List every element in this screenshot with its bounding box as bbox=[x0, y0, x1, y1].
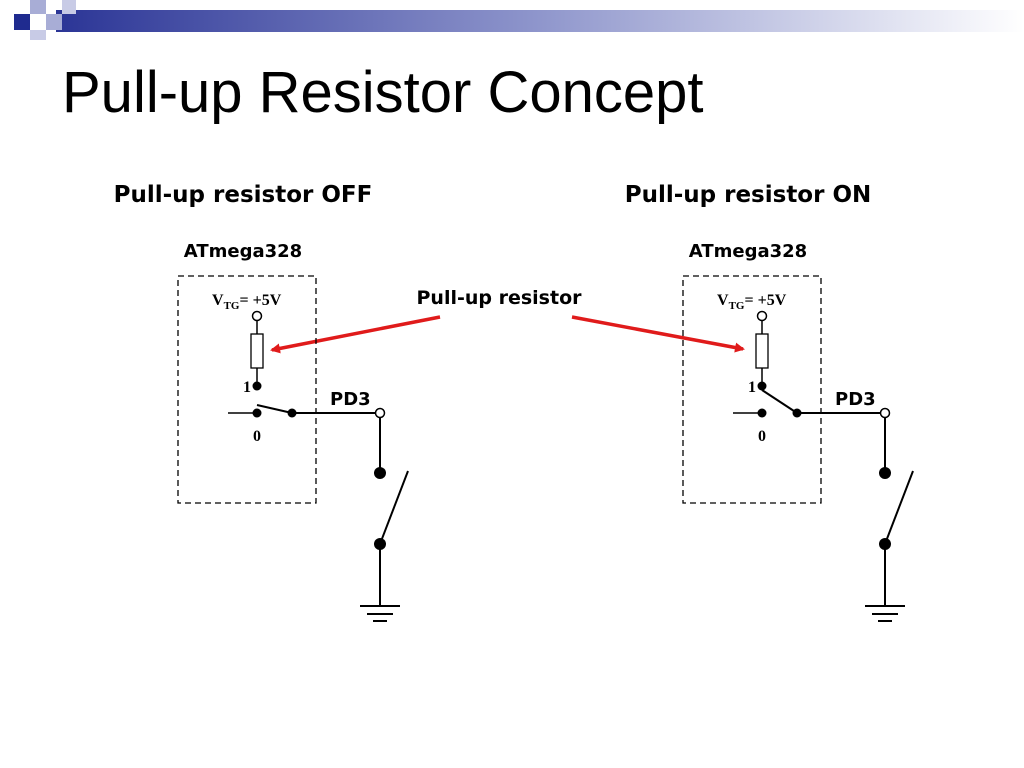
resistor-symbol bbox=[250, 333, 264, 369]
callout-arrow-left bbox=[270, 315, 441, 354]
external-switch-blade bbox=[884, 470, 914, 545]
title-bar-decoration bbox=[14, 0, 1024, 40]
contact-1 bbox=[757, 381, 767, 391]
external-switch-contact bbox=[374, 467, 386, 479]
panel-heading: Pull-up resistor ON bbox=[625, 182, 872, 208]
pin-terminal bbox=[879, 407, 891, 419]
position-0-label: 0 bbox=[253, 428, 261, 445]
deco-square bbox=[14, 14, 30, 30]
supply-terminal bbox=[251, 310, 263, 322]
pin-label: PD3 bbox=[835, 389, 876, 410]
deco-square bbox=[46, 14, 62, 30]
chip-boundary bbox=[682, 275, 822, 504]
supply-terminal bbox=[756, 310, 768, 322]
chip-label: ATmega328 bbox=[184, 241, 302, 262]
internal-switch-blade bbox=[761, 389, 798, 414]
resistor-symbol bbox=[755, 333, 769, 369]
callout-label: Pull-up resistor bbox=[417, 287, 583, 309]
contact-0 bbox=[757, 408, 767, 418]
deco-square bbox=[62, 0, 76, 14]
external-switch-contact bbox=[879, 467, 891, 479]
deco-square bbox=[30, 0, 46, 14]
callout-arrow-right bbox=[571, 315, 745, 353]
position-1-label: 1 bbox=[243, 379, 251, 396]
panel-heading: Pull-up resistor OFF bbox=[114, 182, 373, 208]
panel-pullup-on: Pull-up resistor ON ATmega328 VTG= +5V 1… bbox=[625, 182, 914, 622]
supply-voltage-label: VTG= +5V bbox=[717, 292, 787, 312]
contact-1 bbox=[252, 381, 262, 391]
internal-switch-blade bbox=[256, 404, 293, 414]
position-0-label: 0 bbox=[758, 428, 766, 445]
ground-symbol bbox=[865, 605, 905, 622]
page-title: Pull-up Resistor Concept bbox=[62, 60, 704, 125]
ground-symbol bbox=[360, 605, 400, 622]
position-1-label: 1 bbox=[748, 379, 756, 396]
supply-voltage-label: VTG= +5V bbox=[212, 292, 282, 312]
chip-label: ATmega328 bbox=[689, 241, 807, 262]
panel-pullup-off: Pull-up resistor OFF ATmega328 VTG= +5V … bbox=[114, 182, 409, 622]
contact-0 bbox=[252, 408, 262, 418]
pin-label: PD3 bbox=[330, 389, 371, 410]
external-switch-blade bbox=[379, 470, 409, 545]
chip-boundary bbox=[177, 275, 317, 504]
deco-square bbox=[30, 30, 46, 40]
pin-terminal bbox=[374, 407, 386, 419]
